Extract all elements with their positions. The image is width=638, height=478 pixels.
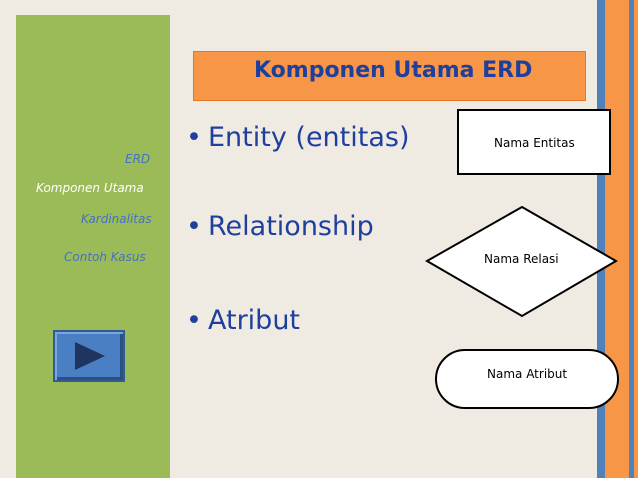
right-blue-line (629, 0, 634, 478)
attribute-label: Nama Atribut (487, 367, 568, 381)
bullet-label: Entity (entitas) (208, 122, 410, 153)
bullet-item-relationship: •Relationship (186, 211, 374, 242)
sidebar-item-erd[interactable]: ERD (125, 152, 151, 166)
bullet-label: Relationship (208, 211, 374, 242)
entity-rectangle (457, 109, 611, 175)
bullet-icon: • (186, 211, 202, 242)
relation-label: Nama Relasi (484, 252, 559, 266)
relation-diamond (424, 205, 618, 318)
sidebar-item-kardinalitas[interactable]: Kardinalitas (81, 212, 152, 226)
sidebar-item-contoh-kasus[interactable]: Contoh Kasus (64, 250, 146, 264)
attribute-ellipse (435, 349, 619, 409)
right-blue-stripe (597, 0, 605, 478)
sidebar-item-komponen-utama[interactable]: Komponen Utama (36, 181, 144, 195)
play-icon (75, 342, 105, 370)
sidebar (16, 15, 170, 478)
entity-label: Nama Entitas (494, 136, 575, 150)
bullet-icon: • (186, 305, 202, 336)
bullet-item-atribut: •Atribut (186, 305, 300, 336)
bullet-item-entity: •Entity (entitas) (186, 122, 410, 153)
page-title: Komponen Utama ERD (254, 58, 533, 83)
bullet-label: Atribut (208, 305, 301, 336)
bullet-icon: • (186, 122, 202, 153)
play-button[interactable] (53, 330, 125, 382)
title-bar (193, 51, 586, 101)
